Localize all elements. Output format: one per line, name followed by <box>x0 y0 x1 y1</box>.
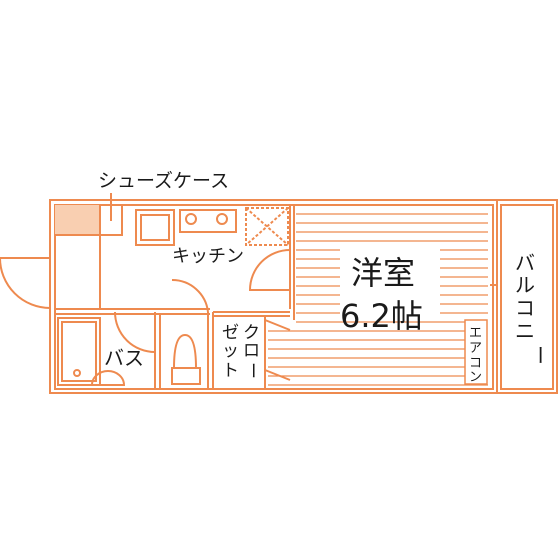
stove-burner-1 <box>185 213 197 225</box>
walls <box>0 193 498 394</box>
balcony-label-1: バ <box>515 251 535 275</box>
fridge-space <box>245 207 289 246</box>
closet-label-c2-3: ト <box>222 361 239 381</box>
closet-label-c2-2: ッ <box>222 341 239 361</box>
bath-door-swing <box>114 311 156 354</box>
balcony-label-3: コ <box>515 296 535 320</box>
aircon-label-3: コ <box>469 356 482 371</box>
aircon-label: エ ア コ ン <box>469 326 482 385</box>
fridge-x-2 <box>245 207 289 246</box>
room-door-swing <box>248 249 291 291</box>
shoe-case-label: シューズケース <box>98 170 229 192</box>
balcony-inner <box>500 204 554 390</box>
bathtub-inner <box>61 321 97 382</box>
bathtub <box>57 317 101 386</box>
entrance-floor <box>55 205 100 235</box>
aircon-box <box>464 319 488 385</box>
kitchen-sink-inner <box>140 214 170 241</box>
aircon-label-2: ア <box>469 341 482 356</box>
bath-drain <box>73 369 81 377</box>
toilet-bowl <box>172 333 198 369</box>
room-flooring <box>268 213 488 386</box>
room-name-label: 洋室 <box>351 254 415 292</box>
stove <box>179 209 237 233</box>
closet-label: ク ロ ー ゼ ッ ト <box>222 323 262 381</box>
aircon-label-4: ン <box>469 370 482 385</box>
balcony-label-2: ル <box>515 273 535 297</box>
balcony <box>490 199 558 394</box>
entrance-door-swing <box>0 257 51 309</box>
toilet-tank <box>171 367 201 385</box>
bath-label: バス <box>104 346 144 370</box>
balcony-label: バ ル コ ニ ー <box>515 251 552 365</box>
kitchen-sink <box>135 209 175 246</box>
bath-sink <box>90 370 126 386</box>
closet-door-2 <box>264 369 291 381</box>
aircon-label-1: エ <box>469 326 482 341</box>
closet-label-c2-1: ゼ <box>222 323 239 343</box>
balcony-label-4: ニ <box>515 319 535 343</box>
balcony-label-5: ー <box>528 345 552 365</box>
entrance-wall-block <box>54 234 101 310</box>
room-size-label: 6.2帖 <box>340 297 423 335</box>
closet-door-1 <box>264 319 291 331</box>
stove-burner-2 <box>216 213 228 225</box>
closet-label-c1-1: ク <box>243 323 260 343</box>
closet-label-c1-3: ー <box>242 362 262 379</box>
kitchen-label: キッチン <box>172 246 244 267</box>
closet-label-c1-2: ロ <box>243 341 260 361</box>
toilet-door-swing <box>171 278 209 313</box>
balcony-outer <box>496 199 558 394</box>
